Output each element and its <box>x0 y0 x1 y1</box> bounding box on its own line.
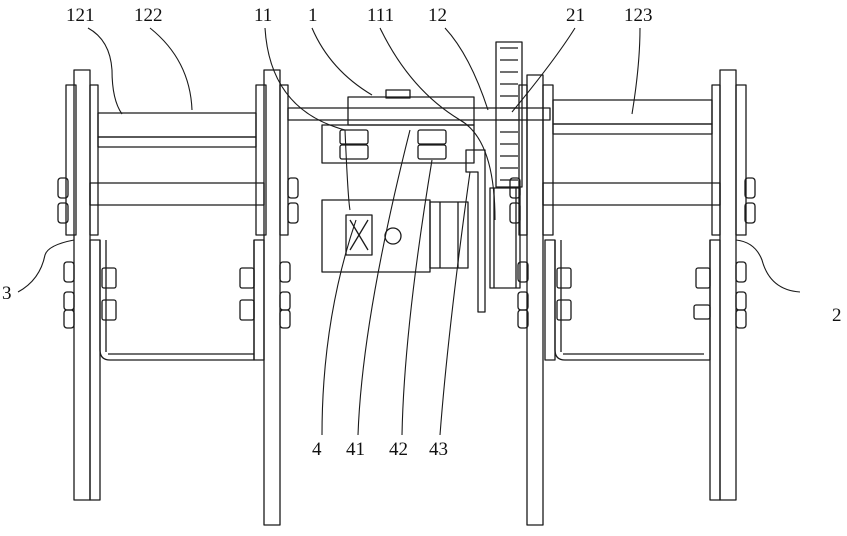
label-121: 121 <box>66 6 95 25</box>
label-2: 2 <box>832 306 842 325</box>
label-111: 111 <box>367 6 394 25</box>
large-gear <box>496 42 522 187</box>
right-crossbar-lower <box>543 183 720 205</box>
label-12: 12 <box>428 6 447 25</box>
label-43: 43 <box>429 440 448 459</box>
left-crossbar-upper <box>98 113 256 137</box>
left-u-bracket <box>100 240 254 360</box>
label-123: 123 <box>624 6 653 25</box>
left-frame-assembly <box>58 70 298 525</box>
label-4: 4 <box>312 440 322 459</box>
label-21: 21 <box>566 6 585 25</box>
label-41: 41 <box>346 440 365 459</box>
top-block <box>348 97 474 125</box>
motor-bracket <box>466 150 485 312</box>
left-inner-lower-plate <box>254 240 264 360</box>
right-frame-assembly <box>510 70 755 525</box>
motor-indicator <box>385 228 401 244</box>
left-lower-plate <box>90 240 100 500</box>
label-11: 11 <box>254 6 272 25</box>
left-inner-plate-edge <box>280 85 288 235</box>
left-outer-plate-edge <box>90 85 98 235</box>
central-drive <box>288 42 550 312</box>
right-inner-plate <box>527 75 543 525</box>
label-1: 1 <box>308 6 318 25</box>
label-122: 122 <box>134 6 163 25</box>
main-shaft <box>288 108 550 120</box>
gearbox <box>430 202 468 268</box>
motor-body <box>322 200 430 272</box>
right-outer-plate <box>720 70 736 500</box>
right-u-bracket <box>555 240 710 360</box>
label-3: 3 <box>2 284 12 303</box>
leader-lines <box>18 28 800 435</box>
left-crossbar-upper-edge <box>98 137 256 147</box>
label-42: 42 <box>389 440 408 459</box>
left-crossbar-lower <box>90 183 264 205</box>
